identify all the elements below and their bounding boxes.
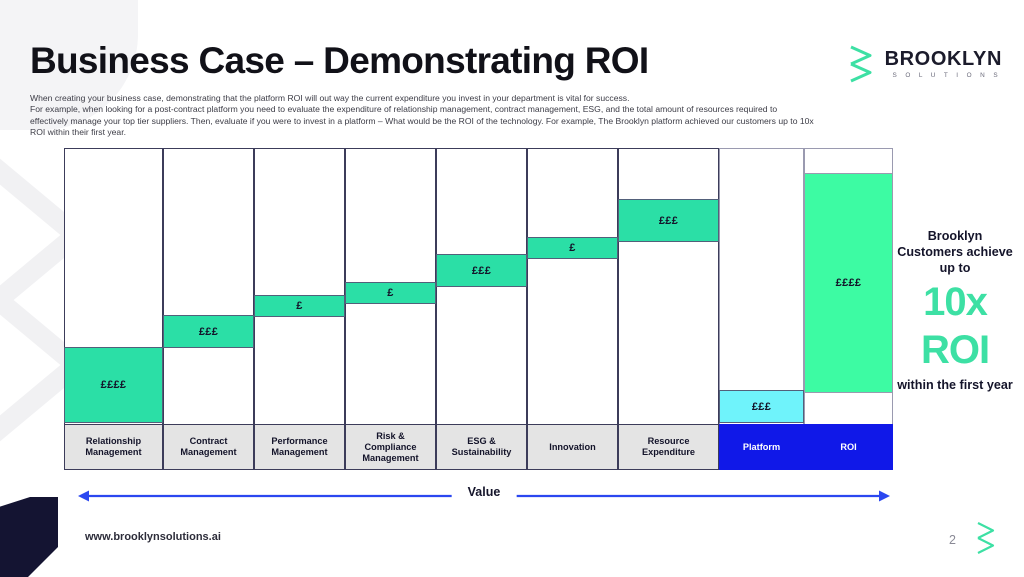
intro-line-2: For example, when looking for a post-con… <box>30 104 778 115</box>
page-number: 2 <box>949 533 956 547</box>
chart-bar: £££ <box>162 315 255 348</box>
chart-column-frame: £ <box>526 148 619 424</box>
website-link[interactable]: www.brooklynsolutions.ai <box>85 531 221 543</box>
intro-line-4: ROI within their first year. <box>30 127 126 138</box>
chart-column: £££Platform <box>718 148 805 470</box>
chart-category-label: ESG & Sustainability <box>436 424 527 470</box>
chart-column-frame: £££ <box>718 148 805 424</box>
chart-bar: £££ <box>435 254 528 287</box>
value-axis-label: Value <box>451 485 517 499</box>
chart-category-label: Contract Management <box>163 424 254 470</box>
chart-category-label: Risk & Compliance Management <box>345 424 436 470</box>
chart-category-label: ROI <box>804 424 893 470</box>
chart-column: £ Innovation <box>526 148 619 470</box>
brand-subtitle: S O L U T I O N S <box>892 71 1001 79</box>
chart-category-label: Performance Management <box>254 424 345 470</box>
stat-timeframe: within the first year <box>897 378 1013 392</box>
chart-bar: £££ <box>718 390 805 423</box>
value-axis: Value <box>78 483 890 509</box>
chart-bar: £ <box>526 237 619 259</box>
intro-paragraph: When creating your business case, demons… <box>30 93 1005 139</box>
stat-headline: Brooklyn Customers achieve up to <box>897 229 1013 275</box>
brooklyn-logo: BROOKLYN S O L U T I O N S <box>846 44 1002 84</box>
chart-column-frame: £££ <box>162 148 255 424</box>
chart-category-label: Platform <box>719 424 804 470</box>
chart-column: £ Risk & Compliance Management <box>344 148 437 470</box>
intro-line-1: When creating your business case, demons… <box>30 93 630 103</box>
chart-column: £££ ESG & Sustainability <box>435 148 528 470</box>
chart-bar: ££££ <box>63 347 164 423</box>
footer-decoration <box>0 497 76 577</box>
page-title: Business Case – Demonstrating ROI <box>30 40 649 81</box>
brooklyn-b-logo-icon-footer <box>974 521 998 555</box>
chart-column-frame: £ <box>344 148 437 424</box>
stat-multiplier: 10x <box>923 280 988 324</box>
chart-column: ££££Relationship Management <box>63 148 164 470</box>
chart-column-frame: ££££ <box>803 148 894 424</box>
brand-wordmark: BROOKLYN S O L U T I O N S <box>885 49 1002 79</box>
roi-stat-panel: Brooklyn Customers achieve up to 10x ROI… <box>895 228 1015 393</box>
chart-column-frame: £ <box>253 148 346 424</box>
chart-column: £££ Contract Management <box>162 148 255 470</box>
chart-column-frame: £££ <box>435 148 528 424</box>
chart-column: £ Performance Management <box>253 148 346 470</box>
chart-category-label: Resource Expenditure <box>618 424 719 470</box>
chart-column-frame: £££ <box>617 148 720 424</box>
waterfall-chart: ££££Relationship Management£££Contract M… <box>63 148 894 470</box>
brand-name: BROOKLYN <box>884 47 1002 70</box>
chart-column: £££ Resource Expenditure <box>617 148 720 470</box>
brooklyn-b-logo-icon <box>846 44 876 84</box>
chart-column-frame: ££££ <box>63 148 164 424</box>
stat-unit: ROI <box>920 328 990 372</box>
intro-line-3: effectively manage your top tier supplie… <box>30 115 814 126</box>
chart-bar: ££££ <box>803 173 894 393</box>
chart-column: ££££ ROI <box>803 148 894 470</box>
chart-bar: £ <box>253 295 346 317</box>
chart-bar: £££ <box>617 199 720 242</box>
chart-category-label: Innovation <box>527 424 618 470</box>
chart-category-label: Relationship Management <box>64 424 163 470</box>
chart-bar: £ <box>344 282 437 304</box>
